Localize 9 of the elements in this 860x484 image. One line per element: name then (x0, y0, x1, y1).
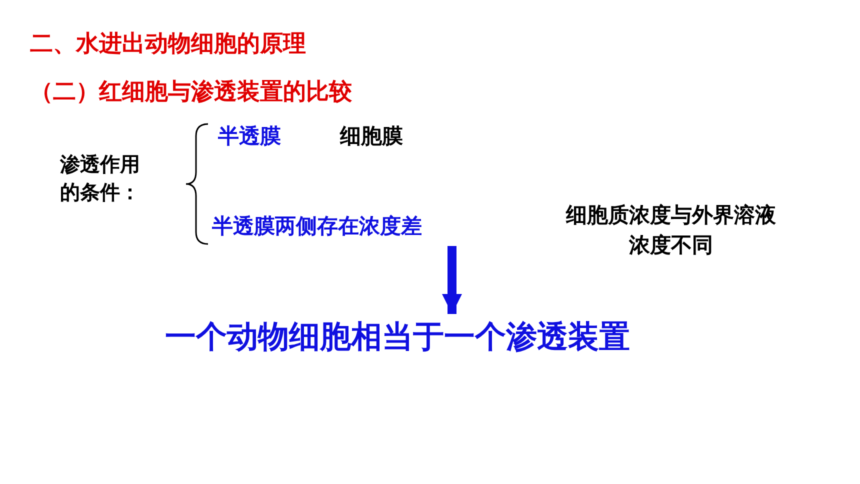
conclusion-text: 一个动物细胞相当于一个渗透装置 (165, 318, 630, 357)
comparison-text: 细胞膜 (340, 123, 403, 150)
slide-title: 二、水进出动物细胞的原理 (30, 30, 306, 59)
condition-heading: 渗透作用的条件： (60, 151, 141, 206)
subtitle: （二）红细胞与渗透装置的比较 (30, 78, 352, 107)
condition-text: 半透膜 (218, 123, 281, 150)
arrow (442, 246, 462, 314)
comparison-text: 细胞质浓度与外界溶液浓度不同 (564, 202, 777, 259)
condition-text: 半透膜两侧存在浓度差 (212, 213, 422, 240)
